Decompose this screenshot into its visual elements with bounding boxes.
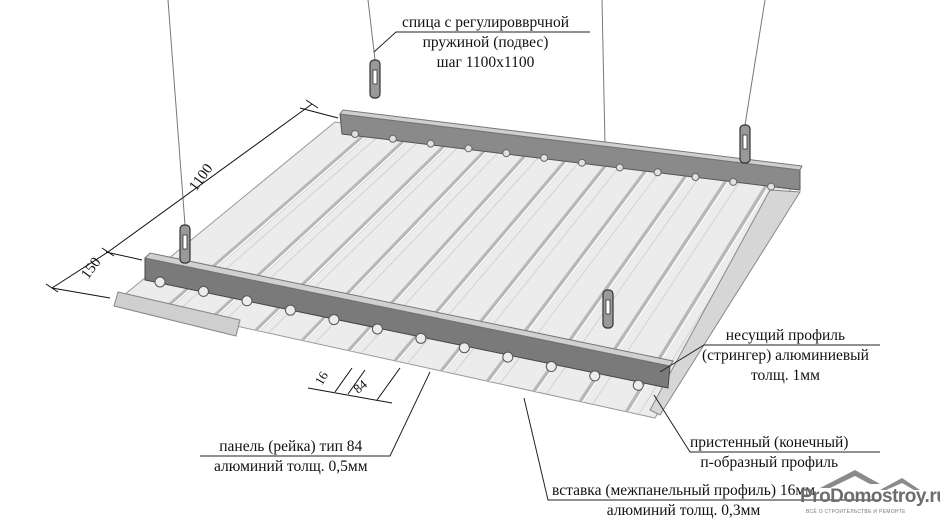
stringer-slot [615,163,624,172]
hanger-slot [742,134,748,150]
stringer-slot [540,153,549,162]
leader-lines [200,31,880,501]
dim-panel: 84 [350,376,370,396]
stringer-slot [197,285,209,297]
label-stringer: несущий профиль (стрингер) алюминиевый т… [702,327,869,384]
watermark-tagline: ВСЁ О СТРОИТЕЛЬСТВЕ И РЕМОНТЕ [806,509,906,515]
hanger-wire [167,0,186,226]
stringer-slot [371,323,383,335]
hanger-wire [744,0,766,126]
stringer-slot [502,351,514,363]
wall-profile-left [113,291,241,337]
stringer-slot [328,314,340,326]
stringer-slot [653,168,662,177]
stringer-slot [767,182,776,191]
stringer-slot [415,332,427,344]
dimension-lines [45,99,401,404]
wall-profile-right [649,189,801,416]
dim-offset: 150 [78,255,104,283]
stringer-slot [458,342,470,354]
stringer-slot [426,139,435,148]
label-panel: панель (рейка) тип 84 алюминий толщ. 0,5… [214,438,368,475]
stringer-slot [241,295,253,307]
dim-length: 1100 [186,161,216,194]
stringer-teeth [154,130,776,391]
stringer-slot [464,144,473,153]
hanger-wire [367,0,376,61]
stringer-slot [351,130,359,138]
stringer-slot [388,134,397,143]
stringer-slot [589,370,601,382]
stringer-slot [545,361,557,373]
hangers [179,59,751,329]
stringer-slot [632,379,644,391]
logo-house-icon [820,470,920,490]
stringer-slot [729,177,738,186]
stringer-slot [577,158,586,167]
label-wall-profile: пристенный (конечный) п-образный профиль [690,434,849,471]
label-insert: вставка (межпанельный профиль) 16мм алюм… [552,482,816,519]
label-hanger: спица с регулировврчной пружиной (подвес… [402,14,569,71]
dim-insert: 16 [312,368,332,387]
stringer-slot [284,304,296,316]
hanger-slot [372,69,378,85]
stringer-slot [154,276,166,288]
stringer-slot [691,173,700,182]
stringer-slot [502,149,511,158]
watermark-logo: ProDomostroy.ru [800,486,940,507]
hanger-slot [182,234,188,250]
hanger-slot [605,299,611,315]
